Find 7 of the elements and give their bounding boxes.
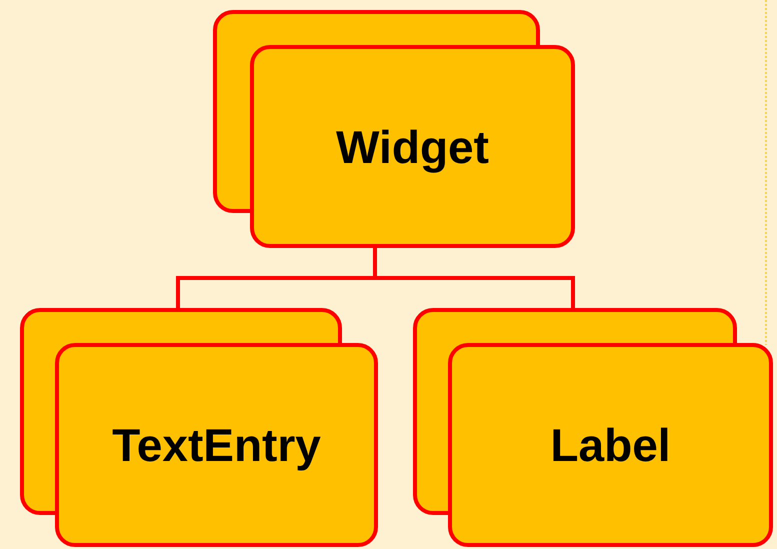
connector-line <box>373 248 575 308</box>
node-label: Widget <box>336 120 489 174</box>
stacked-card <box>20 308 378 547</box>
node-label: TextEntry <box>112 418 321 472</box>
stacked-card <box>413 308 773 547</box>
stacked-card <box>213 10 575 248</box>
node-label: Label <box>550 418 671 472</box>
